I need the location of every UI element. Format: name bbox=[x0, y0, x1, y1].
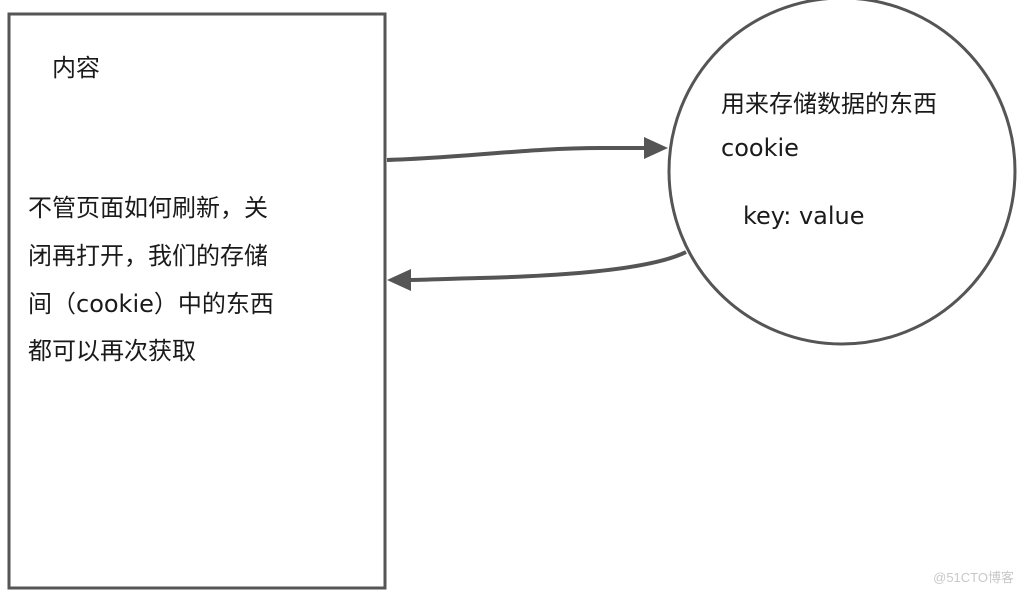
content-box bbox=[7, 12, 387, 590]
box-text-line-4: 都可以再次获取 bbox=[28, 337, 196, 365]
box-text-line-3: 间（cookie）中的东西 bbox=[28, 290, 274, 318]
circle-to-box-arrowhead bbox=[387, 269, 411, 291]
circle-subtitle: cookie bbox=[721, 134, 799, 162]
circle-to-box-arrow bbox=[404, 250, 687, 282]
box-text-line-1: 不管页面如何刷新，关 bbox=[28, 194, 268, 222]
box-text-line-2: 闭再打开，我们的存储 bbox=[28, 242, 268, 270]
circle-detail: key: value bbox=[743, 202, 865, 230]
box-to-circle-arrowhead bbox=[644, 137, 668, 159]
watermark: @51CTO博客 bbox=[933, 570, 1014, 585]
box-title: 内容 bbox=[52, 54, 100, 82]
box-to-circle-arrow bbox=[386, 146, 660, 162]
storage-circle bbox=[667, 0, 1017, 346]
circle-title: 用来存储数据的东西 bbox=[721, 90, 937, 118]
